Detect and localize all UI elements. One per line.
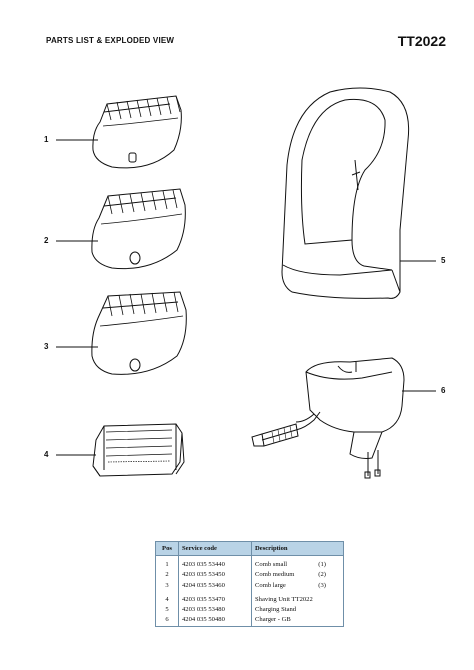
cell-service-code: 4203 035 53440 [178, 560, 252, 571]
table-row: 3 4204 035 53460 Comb large(3) [155, 580, 344, 591]
column-header-description: Description [251, 541, 344, 556]
cell-description: Comb small(1) [251, 560, 344, 571]
table-row: 4 4203 035 53470 Shaving Unit TT2022 [155, 594, 344, 606]
charging-stand-drawing [281, 87, 410, 299]
cell-description: Shaving Unit TT2022 [251, 594, 344, 606]
charger-drawing [251, 357, 405, 479]
table-header-row: Pos Service code Description [155, 541, 344, 556]
column-header-service-code: Service code [178, 541, 252, 556]
callout-5: 5 [441, 256, 446, 265]
page-title: PARTS LIST & EXPLODED VIEW [46, 36, 175, 45]
cell-service-code: 4204 035 50480 [178, 615, 252, 627]
cell-service-code: 4203 035 53450 [178, 570, 252, 581]
callout-4: 4 [44, 450, 49, 459]
cell-service-code: 4204 035 53460 [178, 580, 252, 591]
cell-pos: 3 [155, 580, 179, 591]
table-row: 2 4203 035 53450 Comb medium(2) [155, 570, 344, 581]
comb-large-drawing [91, 291, 187, 375]
cell-service-code: 4203 035 53480 [178, 605, 252, 616]
comb-medium-drawing [91, 188, 186, 270]
cell-description: Charger - GB [251, 615, 344, 627]
cell-pos: 5 [155, 605, 179, 616]
cell-pos: 6 [155, 615, 179, 627]
model-number: TT2022 [397, 33, 446, 49]
column-header-pos: Pos [155, 541, 179, 556]
callout-3: 3 [44, 342, 49, 351]
callout-6: 6 [441, 386, 446, 395]
cell-description: Comb medium(2) [251, 570, 344, 581]
cell-pos: 2 [155, 570, 179, 581]
parts-table: Pos Service code Description 1 4203 035 … [155, 541, 344, 627]
shaving-unit-drawing [92, 423, 185, 477]
callout-2: 2 [44, 236, 49, 245]
callout-1: 1 [44, 135, 49, 144]
cell-service-code: 4203 035 53470 [178, 594, 252, 606]
cell-description: Charging Stand [251, 605, 344, 616]
cell-description: Comb large(3) [251, 580, 344, 591]
table-row: 5 4203 035 53480 Charging Stand [155, 605, 344, 616]
comb-small-drawing [92, 95, 182, 169]
table-row: 6 4204 035 50480 Charger - GB [155, 615, 344, 627]
table-row: 1 4203 035 53440 Comb small(1) [155, 560, 344, 571]
cell-pos: 4 [155, 594, 179, 606]
cell-pos: 1 [155, 560, 179, 571]
